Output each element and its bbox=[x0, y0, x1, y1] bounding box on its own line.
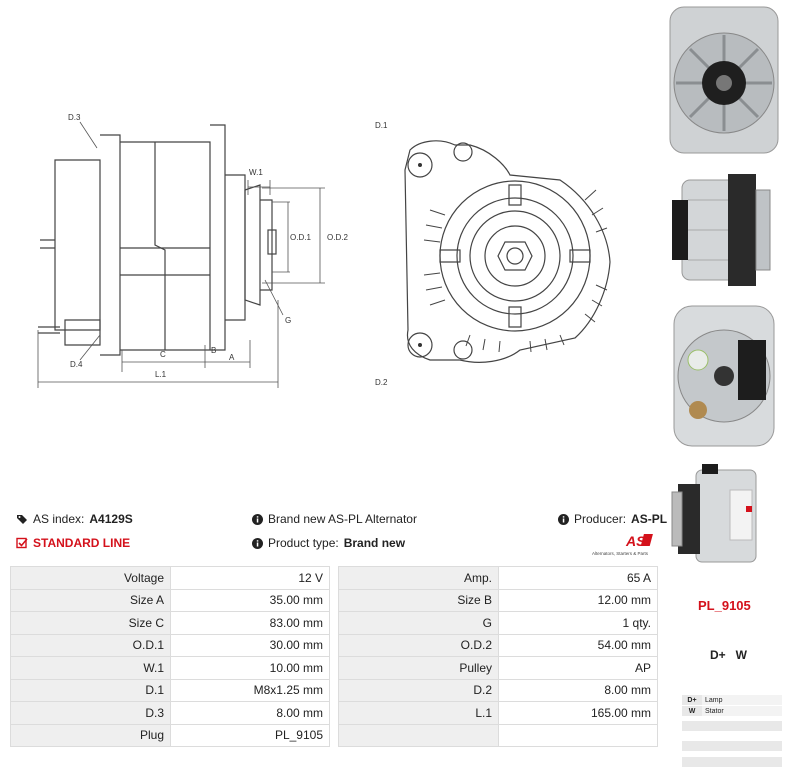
spec-value: 12.00 mm bbox=[498, 588, 658, 612]
checkbox-icon bbox=[16, 537, 28, 549]
logo-text: AS bbox=[625, 533, 646, 549]
label-od2: O.D.2 bbox=[327, 233, 348, 242]
label-w1: W.1 bbox=[249, 168, 263, 177]
info-icon bbox=[557, 513, 569, 525]
spec-value: M8x1.25 mm bbox=[170, 678, 330, 702]
photo-front-view bbox=[669, 6, 779, 154]
info-icon bbox=[251, 513, 263, 525]
label-l1: L.1 bbox=[155, 370, 167, 379]
spec-key: Voltage bbox=[10, 566, 171, 590]
plug-code: PL_9105 bbox=[698, 598, 751, 613]
spec-key: W.1 bbox=[10, 656, 171, 680]
spec-value: PL_9105 bbox=[170, 723, 330, 747]
product-type-label: Product type: bbox=[268, 536, 339, 550]
legend-row: D+ Lamp bbox=[682, 695, 782, 706]
spec-key: L.1 bbox=[338, 701, 499, 725]
label-a: A bbox=[229, 353, 235, 362]
product-type-value: Brand new bbox=[343, 536, 406, 550]
label-c: C bbox=[160, 350, 166, 359]
legend-term: W bbox=[688, 707, 696, 715]
as-pl-logo: AS Alternators, Starters & Parts bbox=[592, 533, 653, 556]
spec-value: 8.00 mm bbox=[170, 701, 330, 725]
spec-value: AP bbox=[498, 656, 658, 680]
spec-value: 30.00 mm bbox=[170, 633, 330, 657]
spec-gap bbox=[329, 634, 339, 657]
description-text: Brand new AS-PL Alternator bbox=[268, 512, 417, 526]
product-type-line: Product type: Brand new bbox=[251, 536, 405, 550]
legend-desc: Lamp bbox=[702, 695, 782, 705]
producer-label: Producer: bbox=[574, 512, 627, 526]
info-icon bbox=[251, 537, 263, 549]
spec-value: 165.00 mm bbox=[498, 701, 658, 725]
label-od1: O.D.1 bbox=[290, 233, 311, 242]
photo-side-view bbox=[672, 174, 771, 286]
description-line: Brand new AS-PL Alternator bbox=[251, 512, 417, 526]
spec-gap bbox=[329, 701, 339, 724]
as-index-value: A4129S bbox=[89, 512, 133, 526]
technical-drawing: D.3 D.4 W.1 O.D.1 O.D.2 G C B A L.1 D.1 … bbox=[37, 113, 611, 388]
standard-line-label: STANDARD LINE bbox=[33, 536, 131, 550]
spec-value: 65 A bbox=[498, 566, 658, 590]
spec-value: 54.00 mm bbox=[498, 633, 658, 657]
spec-key bbox=[338, 723, 499, 747]
producer-line: Producer: AS-PL bbox=[557, 512, 667, 526]
spec-key: O.D.1 bbox=[10, 633, 171, 657]
spec-key: O.D.2 bbox=[338, 633, 499, 657]
spec-gap bbox=[329, 589, 339, 612]
label-d2: D.2 bbox=[375, 378, 388, 387]
label-g: G bbox=[285, 316, 291, 325]
spec-key: D.3 bbox=[10, 701, 171, 725]
spec-gap bbox=[329, 724, 339, 747]
label-d4: D.4 bbox=[70, 360, 83, 369]
spec-value: 83.00 mm bbox=[170, 611, 330, 635]
producer-value: AS-PL bbox=[631, 512, 668, 526]
as-index-label: AS index: bbox=[33, 512, 85, 526]
label-d3: D.3 bbox=[68, 113, 81, 122]
as-index-line: AS index: A4129S bbox=[16, 512, 133, 526]
logo-tagline: Alternators, Starters & Parts bbox=[592, 551, 649, 556]
spec-gap bbox=[329, 656, 339, 679]
spec-value: 35.00 mm bbox=[170, 588, 330, 612]
spec-value: 8.00 mm bbox=[498, 678, 658, 702]
spec-gap bbox=[329, 566, 339, 589]
legend-term: D+ bbox=[687, 696, 697, 704]
legend-blank-row bbox=[682, 741, 782, 751]
photo-side-label-view bbox=[671, 464, 757, 563]
legend-row: W Stator bbox=[682, 706, 782, 717]
legend-blank-row bbox=[682, 757, 782, 767]
legend-desc: Stator bbox=[702, 706, 782, 716]
spec-key: G bbox=[338, 611, 499, 635]
spec-key: Plug bbox=[10, 723, 171, 747]
standard-line: STANDARD LINE bbox=[16, 536, 130, 550]
legend-blank-row bbox=[682, 721, 782, 731]
spec-value bbox=[498, 723, 658, 747]
spec-key: Amp. bbox=[338, 566, 499, 590]
spec-key: Size C bbox=[10, 611, 171, 635]
spec-key: D.2 bbox=[338, 678, 499, 702]
spec-value: 12 V bbox=[170, 566, 330, 590]
spec-key: Pulley bbox=[338, 656, 499, 680]
plug-terminals: D+ W bbox=[710, 648, 748, 662]
spec-key: D.1 bbox=[10, 678, 171, 702]
tags-icon bbox=[16, 513, 28, 525]
spec-key: Size B bbox=[338, 588, 499, 612]
spec-gap bbox=[329, 679, 339, 702]
label-d1: D.1 bbox=[375, 121, 388, 130]
photo-rear-view bbox=[673, 305, 775, 447]
label-b: B bbox=[211, 346, 216, 355]
spec-gap bbox=[329, 611, 339, 634]
spec-key: Size A bbox=[10, 588, 171, 612]
terminal-legend: D+ Lamp W Stator bbox=[682, 695, 782, 767]
spec-value: 10.00 mm bbox=[170, 656, 330, 680]
spec-value: 1 qty. bbox=[498, 611, 658, 635]
